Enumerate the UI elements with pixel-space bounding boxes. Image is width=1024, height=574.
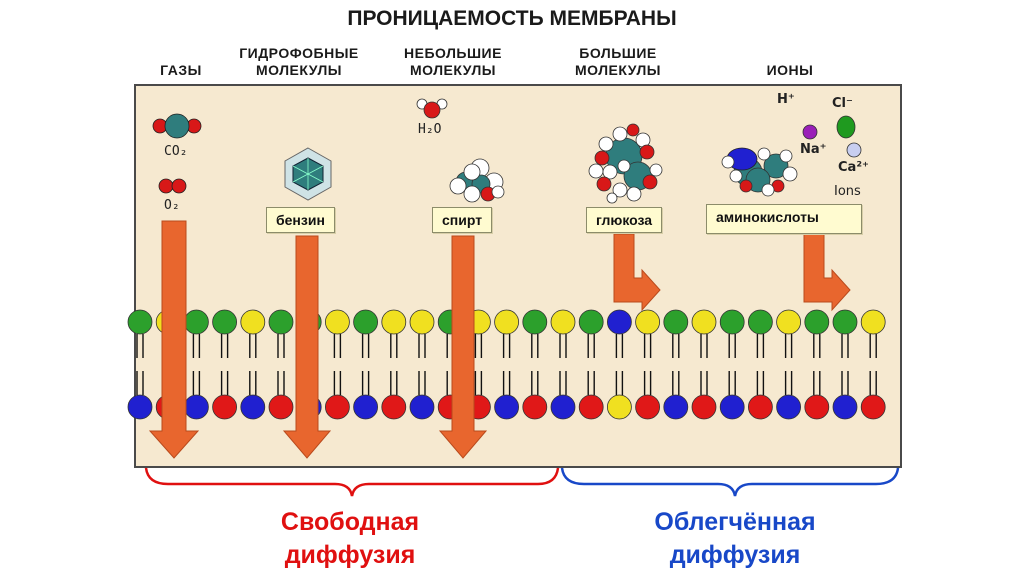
arrow-benzene bbox=[282, 235, 332, 459]
lipid-head-bottom bbox=[324, 394, 350, 420]
co2-formula: CO₂ bbox=[164, 144, 188, 159]
lipid-head-top bbox=[550, 309, 576, 335]
lipid-head-top bbox=[268, 309, 294, 335]
lipid-head-bottom bbox=[606, 394, 632, 420]
lipid-head-bottom bbox=[832, 394, 858, 420]
membrane-scene bbox=[127, 98, 886, 459]
arrow-gases bbox=[148, 220, 200, 459]
category-ions: ИОНЫ bbox=[766, 62, 814, 78]
lipid-head-bottom bbox=[522, 394, 548, 420]
lipid-head-bottom bbox=[663, 394, 689, 420]
lipid-head-top bbox=[691, 309, 717, 335]
arrow-amino-blocked bbox=[803, 233, 851, 312]
lipid-head-top bbox=[578, 309, 604, 335]
co2-molecule-icon bbox=[152, 113, 202, 139]
lipid-head-bottom bbox=[268, 394, 294, 420]
glucose-molecule-icon bbox=[588, 123, 663, 204]
alcohol-molecule-icon bbox=[449, 158, 505, 203]
lipid-head-bottom bbox=[494, 394, 520, 420]
lipid-head-top bbox=[606, 309, 632, 335]
ca-ion-icon bbox=[846, 142, 862, 158]
category-hydrophobic: ГИДРОФОБНЫЕ МОЛЕКУЛЫ bbox=[239, 45, 359, 78]
lipid-head-top bbox=[494, 309, 520, 335]
o2-molecule-icon bbox=[158, 178, 187, 194]
label-glucose: глюкоза bbox=[586, 207, 663, 233]
benzene-molecule-icon bbox=[284, 147, 332, 201]
lipid-head-top bbox=[353, 309, 379, 335]
lipid-head-top bbox=[212, 309, 237, 335]
h2o-formula: H₂O bbox=[418, 122, 442, 137]
brace-free-diffusion bbox=[144, 467, 560, 497]
lipid-head-bottom bbox=[381, 394, 407, 420]
lipid-head-top bbox=[127, 309, 153, 335]
facilitated-diffusion-label: Облегчённая диффузия bbox=[654, 508, 816, 569]
lipid-head-bottom bbox=[578, 394, 604, 420]
na-ion-icon bbox=[802, 124, 818, 140]
lipid-head-bottom bbox=[719, 394, 745, 420]
lipid-head-top bbox=[409, 309, 435, 335]
lipid-head-bottom bbox=[127, 394, 153, 420]
h-ion-label: H⁺ bbox=[777, 92, 795, 107]
slide-title: ПРОНИЦАЕМОСТЬ МЕМБРАНЫ bbox=[347, 7, 677, 30]
brace-facilitated-diffusion bbox=[560, 467, 900, 497]
lipid-head-top bbox=[860, 309, 886, 335]
amino-acid-molecule-icon bbox=[721, 147, 798, 197]
o2-formula: O₂ bbox=[164, 198, 180, 213]
arrow-glucose-blocked bbox=[613, 233, 661, 312]
na-ion-label: Na⁺ bbox=[800, 142, 827, 157]
category-gases: ГАЗЫ bbox=[160, 62, 202, 78]
lipid-head-bottom bbox=[860, 394, 886, 420]
lipid-head-bottom bbox=[748, 394, 773, 420]
diagram-panel: CO₂ O₂ H₂O H⁺ Cl⁻ Na⁺ Ca²⁺ Ions бензин с… bbox=[127, 84, 902, 468]
label-alcohol: спирт bbox=[432, 207, 493, 233]
lipid-heads-top bbox=[127, 309, 886, 335]
lipid-head-top bbox=[635, 309, 661, 335]
ions-caption: Ions bbox=[834, 184, 861, 199]
lipid-head-top bbox=[804, 309, 830, 335]
lipid-head-top bbox=[522, 309, 548, 335]
lipid-head-top bbox=[748, 309, 773, 335]
cl-ion-icon bbox=[836, 115, 856, 139]
arrow-alcohol bbox=[438, 235, 488, 459]
lipid-head-top bbox=[381, 309, 407, 335]
lipid-head-bottom bbox=[550, 394, 576, 420]
lipid-head-top bbox=[776, 309, 801, 335]
lipid-head-bottom bbox=[804, 394, 830, 420]
category-small: НЕБОЛЬШИЕ МОЛЕКУЛЫ bbox=[404, 45, 502, 78]
cl-ion-label: Cl⁻ bbox=[832, 96, 853, 111]
lipid-head-bottom bbox=[635, 394, 661, 420]
lipid-head-top bbox=[663, 309, 689, 335]
category-large: БОЛЬШИЕ МОЛЕКУЛЫ bbox=[575, 45, 661, 78]
lipid-head-top bbox=[240, 309, 266, 335]
free-diffusion-label: Свободная диффузия bbox=[280, 508, 420, 569]
lipid-head-top bbox=[324, 309, 350, 335]
lipid-head-top bbox=[832, 309, 858, 335]
label-benzene: бензин bbox=[266, 207, 335, 233]
lipid-head-bottom bbox=[212, 394, 237, 420]
lipid-head-bottom bbox=[691, 394, 717, 420]
ca-ion-label: Ca²⁺ bbox=[838, 160, 869, 175]
lipid-head-bottom bbox=[776, 394, 801, 420]
lipid-head-top bbox=[719, 309, 745, 335]
lipid-head-bottom bbox=[353, 394, 379, 420]
water-molecule-icon bbox=[416, 98, 448, 119]
label-amino-acids: аминокислоты bbox=[706, 204, 862, 234]
lipid-heads-bottom bbox=[127, 394, 886, 420]
lipid-head-bottom bbox=[409, 394, 435, 420]
lipid-head-bottom bbox=[240, 394, 266, 420]
lipid-tails bbox=[136, 334, 877, 395]
